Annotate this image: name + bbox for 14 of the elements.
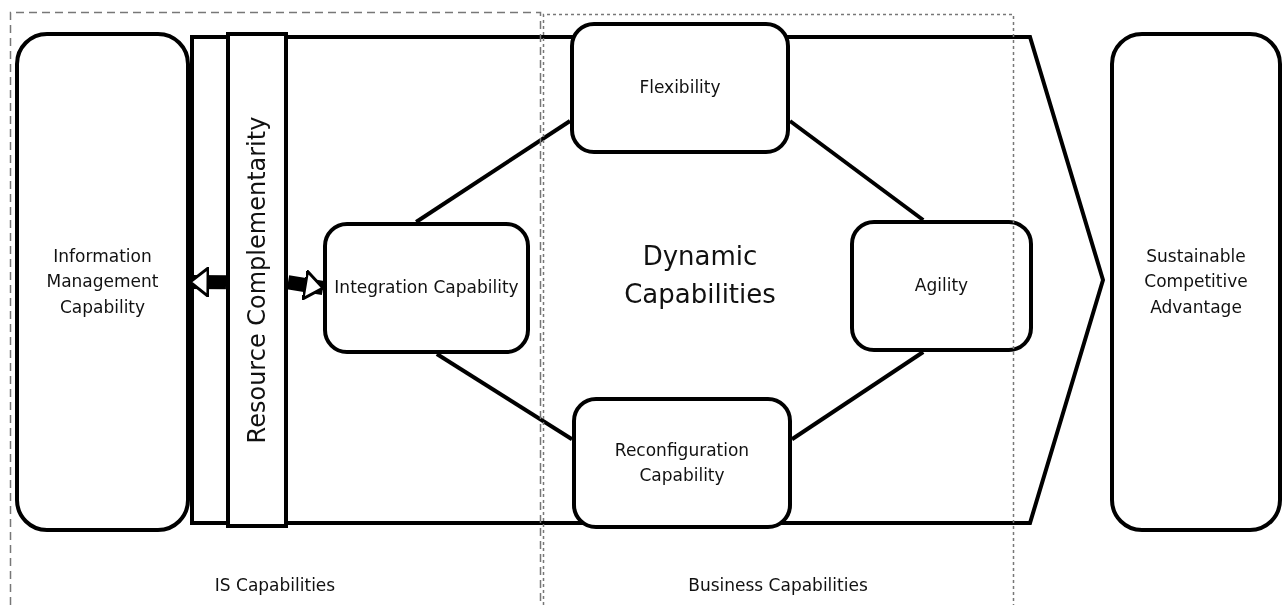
rounded-box: Sustainable Competitive Advantage <box>1110 32 1282 532</box>
rounded-box: Integration Capability <box>323 222 530 354</box>
rounded-box: Flexibility <box>570 22 790 154</box>
connector-line <box>435 352 574 441</box>
center-title: Dynamic Capabilities <box>623 240 777 311</box>
connector-line <box>415 119 572 224</box>
connector-line <box>788 119 925 222</box>
rounded-box: Information Management Capability <box>15 32 190 532</box>
bar-label: Resource Complementarity <box>243 116 271 444</box>
rounded-box: Agility <box>850 220 1033 352</box>
rounded-box: Reconfiguration Capability <box>572 397 792 529</box>
region-label: Business Capabilities <box>688 575 868 595</box>
connector-line <box>790 350 925 441</box>
region-label: IS Capabilities <box>214 575 336 595</box>
